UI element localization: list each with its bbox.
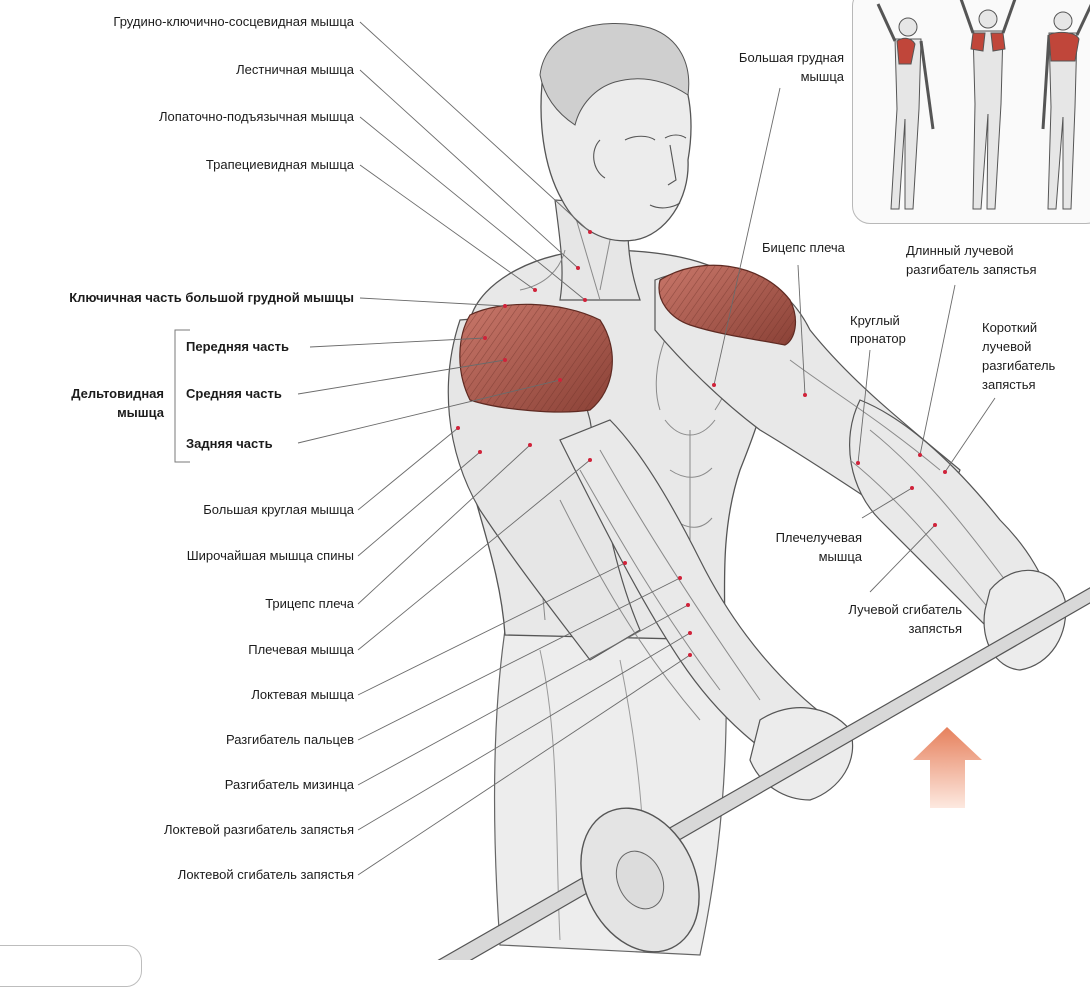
label-teres-major: Большая круглая мышца [203, 502, 354, 518]
anatomy-diagram: Грудино-ключично-сосцевидная мышца Лестн… [0, 0, 1090, 960]
label-trapezius: Трапециевидная мышца [206, 157, 354, 173]
label-ecrb: Короткий [982, 320, 1037, 336]
label-flexor-carpi-ulnaris: Локтевой сгибатель запястья [178, 867, 354, 883]
inset-figures [853, 0, 1090, 223]
up-arrow-icon [913, 727, 982, 808]
label-brachialis: Плечевая мышца [248, 642, 354, 658]
label-pronator-teres-2: пронатор [850, 331, 906, 347]
label-ecrb-3: разгибатель [982, 358, 1055, 374]
label-pectoralis-major: Большая грудная [739, 50, 844, 66]
label-extensor-carpi-ulnaris: Локтевой разгибатель запястья [164, 822, 354, 838]
label-extensor-digiti-minimi: Разгибатель мизинца [225, 777, 354, 793]
label-ecrb-4: запястья [982, 377, 1036, 393]
label-flexor-carpi-radialis: Лучевой сгибатель [848, 602, 962, 618]
inset-muscle-map [852, 0, 1090, 224]
label-anconeus: Локтевая мышца [251, 687, 354, 703]
label-triceps: Трицепс плеча [265, 596, 354, 612]
corner-frame [0, 945, 142, 987]
label-omohyoid: Лопаточно-подъязычная мышца [159, 109, 354, 125]
label-ecrl: Длинный лучевой [906, 243, 1014, 259]
label-flexor-carpi-radialis-2: запястья [908, 621, 962, 637]
label-deltoid-middle: Средняя часть [186, 386, 282, 402]
label-biceps: Бицепс плеча [762, 240, 845, 256]
label-pectoralis-major-2: мышца [801, 69, 844, 85]
label-scalene: Лестничная мышца [236, 62, 354, 78]
label-brachioradialis: Плечелучевая [776, 530, 862, 546]
label-deltoid-posterior: Задняя часть [186, 436, 273, 452]
label-brachioradialis-2: мышца [819, 549, 862, 565]
label-ecrb-2: лучевой [982, 339, 1031, 355]
label-pronator-teres: Круглый [850, 313, 900, 329]
label-ecrl-2: разгибатель запястья [906, 262, 1036, 278]
label-latissimus: Широчайшая мышца спины [187, 548, 354, 564]
label-deltoid-title-2: мышца [117, 405, 164, 421]
label-clavicular-pectoral: Ключичная часть большой грудной мышцы [69, 290, 354, 306]
label-extensor-digitorum: Разгибатель пальцев [226, 732, 354, 748]
label-deltoid-anterior: Передняя часть [186, 339, 289, 355]
label-deltoid-title: Дельтовидная [71, 386, 164, 402]
label-sternocleidomastoid: Грудино-ключично-сосцевидная мышца [113, 14, 354, 30]
